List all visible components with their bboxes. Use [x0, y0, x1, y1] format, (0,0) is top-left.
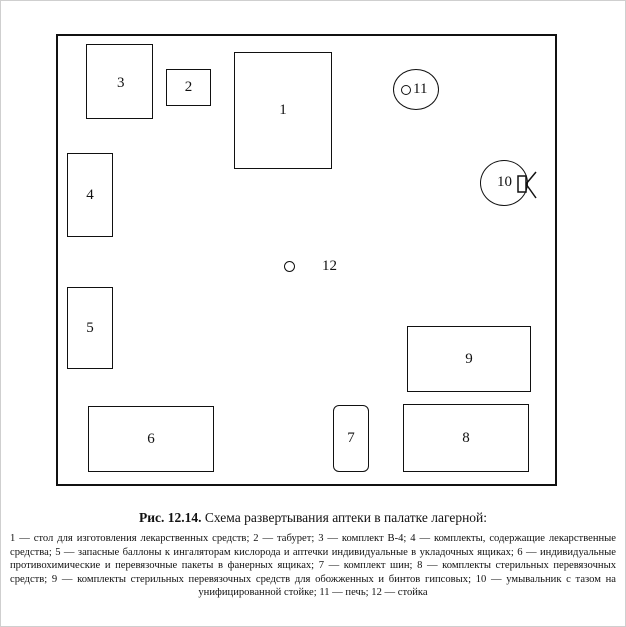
item-10-tap-icon [517, 171, 537, 199]
item-11-stove [393, 69, 439, 110]
figure-caption: Рис. 12.14. Схема развертывания аптеки в… [0, 510, 626, 526]
item-9-sterile-dressing-burns: 9 [407, 326, 531, 392]
item-8-label: 8 [462, 429, 470, 446]
item-4-label: 4 [86, 186, 94, 203]
item-6-protective-packages: 6 [88, 406, 214, 472]
item-12-stand [284, 261, 295, 272]
item-2-label: 2 [184, 79, 193, 95]
figure-legend: 1 — стол для изготовления лекарственных … [10, 533, 616, 599]
item-2-stool: 2 [166, 69, 211, 106]
item-5-spare-cylinders: 5 [67, 287, 113, 369]
item-6-label: 6 [147, 430, 155, 447]
item-1-label: 1 [279, 102, 287, 118]
item-12-label: 12 [322, 258, 337, 274]
item-11-inner-circle [401, 85, 411, 95]
item-7-splint-kit: 7 [333, 405, 369, 472]
item-5-label: 5 [86, 319, 94, 336]
item-1-table: 1 [234, 52, 332, 169]
item-10-label: 10 [497, 174, 512, 190]
item-3-kit-v4: 3 [86, 44, 153, 119]
figure-title: Схема развертывания аптеки в палатке лаг… [204, 510, 488, 525]
item-9-label: 9 [465, 350, 473, 367]
item-4-medicine-kits: 4 [67, 153, 113, 237]
tent-outline [56, 34, 557, 486]
figure-label: Рис. 12.14. [138, 510, 202, 525]
item-8-sterile-dressing: 8 [403, 404, 529, 472]
item-7-label: 7 [347, 430, 355, 446]
item-11-label: 11 [413, 81, 428, 97]
item-3-label: 3 [117, 75, 125, 91]
